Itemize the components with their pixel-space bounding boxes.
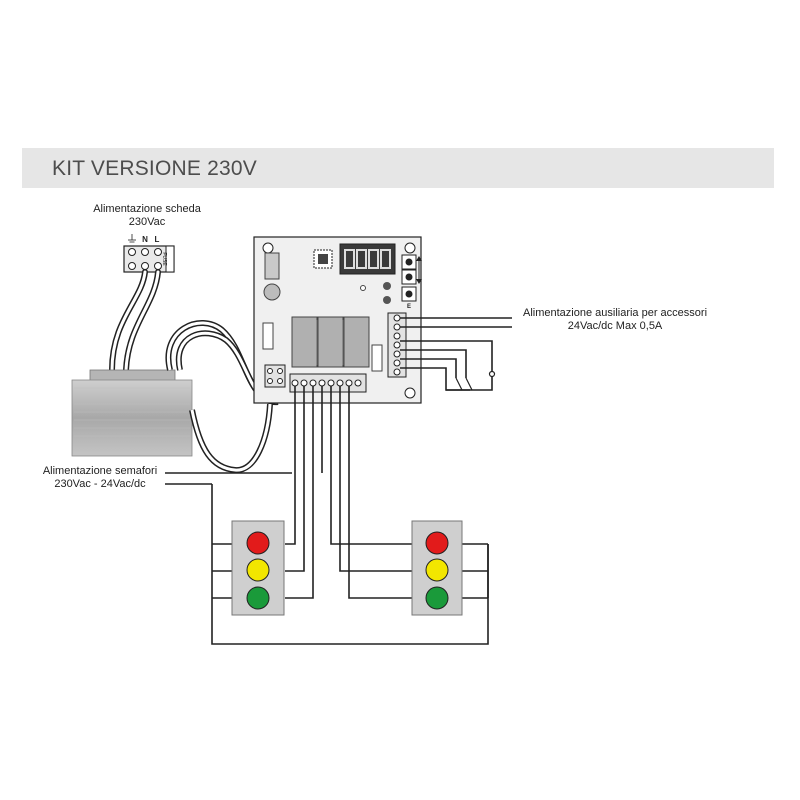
output-terminal <box>289 373 367 393</box>
button-up[interactable] <box>401 254 417 270</box>
relays <box>291 316 370 368</box>
traffic-light-2 <box>411 520 463 616</box>
title-bar <box>22 148 774 188</box>
mains-cable <box>109 269 161 373</box>
aux-wiring <box>400 317 512 391</box>
green-light-icon <box>425 586 449 610</box>
power-terminal <box>264 364 286 388</box>
lights-power-feed <box>165 472 489 645</box>
aux-power-label: Alimentazione ausiliaria per accessori 2… <box>510 307 720 333</box>
aux-power-label-line2: 24Vac/dc Max 0,5A <box>567 320 663 332</box>
board-power-label: Alimentazione scheda 230Vac <box>82 203 212 229</box>
lights-power-label: Alimentazione semafori 230Vac - 24Vac/dc <box>25 465 175 491</box>
switch-icon <box>455 370 496 391</box>
output-wiring <box>285 386 412 599</box>
fuse-label: FUSE <box>161 252 167 266</box>
control-board: E <box>253 236 422 404</box>
aux-power-label-line1: Alimentazione ausiliaria per accessori <box>522 307 708 319</box>
board-power-label-line2: 230Vac <box>128 216 166 228</box>
terminal-l-label: L <box>155 235 160 244</box>
transformer <box>71 369 193 457</box>
red-light-icon <box>246 531 270 555</box>
display <box>339 243 396 275</box>
button-e-label: E <box>407 304 411 310</box>
arrows-icon <box>416 256 422 284</box>
page-title: KIT VERSIONE 230V <box>52 157 257 180</box>
lights-power-label-line1: Alimentazione semafori <box>42 465 158 477</box>
mains-terminal-block: FUSE N L <box>123 234 175 273</box>
yellow-light-icon <box>425 558 449 582</box>
aux-terminal <box>387 312 407 378</box>
button-down[interactable] <box>401 269 417 285</box>
yellow-light-icon <box>246 558 270 582</box>
lights-power-label-line2: 230Vac - 24Vac/dc <box>54 478 146 490</box>
board-power-label-line1: Alimentazione scheda <box>93 203 201 215</box>
traffic-light-1 <box>231 520 285 616</box>
red-light-icon <box>425 531 449 555</box>
green-light-icon <box>246 586 270 610</box>
terminal-n-label: N <box>142 235 148 244</box>
button-e[interactable] <box>401 286 417 302</box>
ground-icon <box>128 234 136 243</box>
